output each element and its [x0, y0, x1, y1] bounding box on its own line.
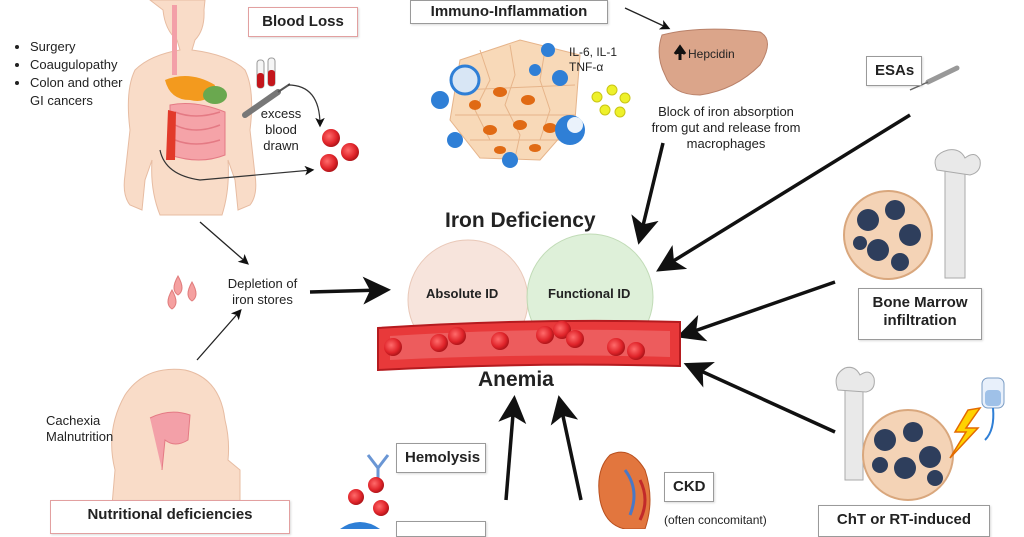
- hemolysis-box: Hemolysis: [396, 443, 486, 473]
- depletion-line-2: iron stores: [232, 292, 293, 307]
- bone-icon: [934, 149, 981, 279]
- bone-marrow-line-2: infiltration: [883, 312, 957, 329]
- vessel-rbcs: [384, 321, 645, 360]
- depletion-line-1: Depletion of: [227, 276, 298, 291]
- bone-marrow-line-1: Bone Marrow: [872, 294, 968, 311]
- hepcidin-label: Hepcidin: [688, 47, 735, 61]
- nutritional-deficiencies-box: Nutritional deficiencies: [50, 500, 290, 534]
- cytokine-dots: [591, 84, 631, 118]
- cause-coagulopathy: Coaugulopathy: [30, 56, 123, 74]
- partial-box: [396, 521, 486, 537]
- hepcidin-effect: Block of iron absorption from gut and re…: [640, 104, 812, 152]
- immuno-title: Immuno-Inflammation: [430, 3, 588, 20]
- drawn-line-2: blood: [265, 122, 297, 137]
- blood-drop-icon: [167, 274, 197, 310]
- drawn-line-3: drawn: [263, 138, 299, 153]
- iv-bag-icon: [981, 377, 1005, 441]
- cytokine-line-1: IL-6, IL-1: [569, 45, 618, 59]
- cause-malnutrition: Malnutrition: [46, 429, 114, 444]
- excess-blood-drawn-label: excess blood drawn: [250, 106, 312, 154]
- depletion-label: Depletion of iron stores: [215, 276, 310, 308]
- hemolysis-title: Hemolysis: [405, 449, 481, 466]
- test-tube-icon: [256, 57, 276, 89]
- hepcidin-effect-1: Block of iron absorption: [658, 104, 794, 119]
- lightning-icon: [949, 406, 982, 459]
- functional-id-label: Functional ID: [548, 286, 631, 301]
- anemia-title: Anemia: [478, 368, 554, 391]
- bone-marrow-box: Bone Marrow infiltration: [858, 288, 982, 340]
- antibody-icon: [366, 454, 390, 480]
- nutrition-title: Nutritional deficiencies: [87, 506, 253, 523]
- cytokines-label: IL-6, IL-1 TNF-α: [569, 45, 617, 75]
- immuno-inflammation-box: Immuno-Inflammation: [410, 0, 608, 24]
- esas-box: ESAs: [866, 56, 922, 86]
- drawn-line-1: excess: [260, 106, 302, 121]
- cytokine-line-2: TNF-α: [569, 60, 604, 74]
- cause-surgery: Surgery: [30, 38, 123, 56]
- human-head-icon: [109, 368, 241, 529]
- hepcidin-effect-2: from gut and release from: [651, 120, 801, 135]
- iron-deficiency-title: Iron Deficiency: [445, 209, 596, 232]
- blood-loss-causes: Surgery Coaugulopathy Colon and other GI…: [18, 38, 123, 110]
- ckd-box: CKD: [664, 472, 714, 502]
- chemo-cells: [862, 409, 954, 501]
- esas-title: ESAs: [875, 62, 915, 79]
- esa-syringe-icon: [909, 65, 960, 91]
- kidney-icon: [598, 451, 651, 529]
- hepcidin-effect-3: macrophages: [686, 136, 766, 151]
- cht-title: ChT or RT-induced: [836, 511, 972, 528]
- bone-icon-2: [835, 366, 875, 481]
- ckd-note: (often concomitant): [664, 513, 767, 527]
- cause-cachexia: Cachexia: [46, 413, 101, 428]
- cht-box: ChT or RT-induced: [818, 505, 990, 537]
- absolute-id-label: Absolute ID: [426, 286, 499, 301]
- blood-loss-title: Blood Loss: [262, 13, 344, 30]
- tissue-cells-illustration: [431, 39, 585, 168]
- human-body-icon: [123, 0, 257, 216]
- nutrition-causes: Cachexia Malnutrition: [46, 413, 113, 445]
- blood-loss-box: Blood Loss: [248, 7, 358, 37]
- cause-colon: Colon and other: [30, 74, 123, 92]
- bone-marrow-cells: [843, 190, 933, 280]
- ckd-title: CKD: [673, 478, 706, 495]
- cause-gi-cancers: GI cancers: [30, 93, 93, 108]
- liver-icon: [658, 28, 768, 96]
